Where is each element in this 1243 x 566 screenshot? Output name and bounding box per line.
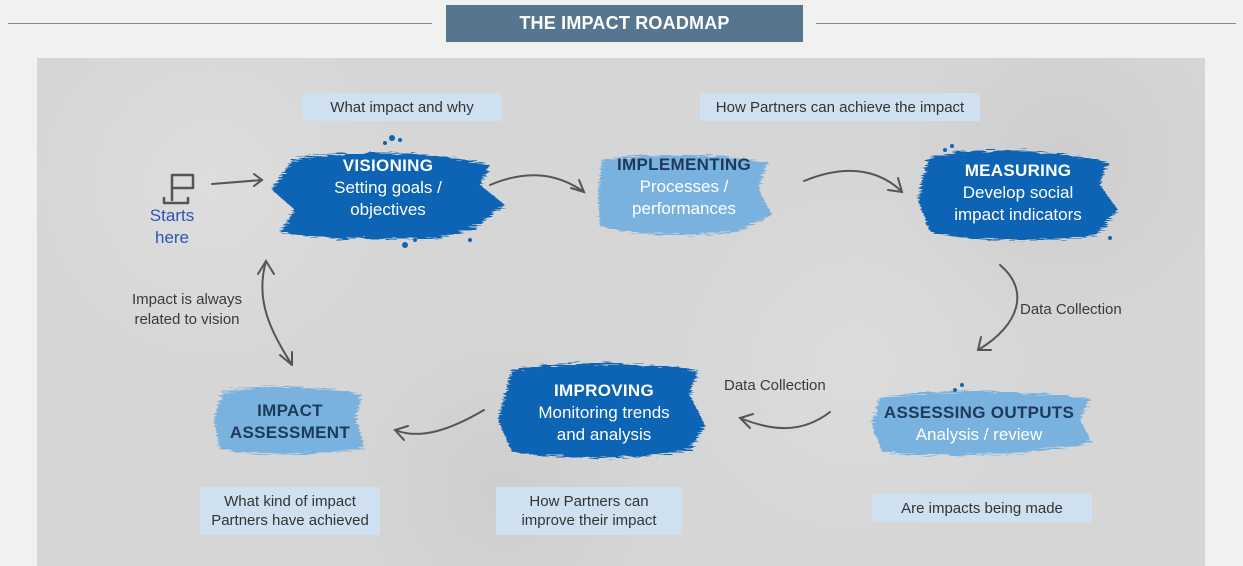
- node-visioning-line2: objectives: [350, 200, 426, 219]
- tag-being-made: Are impacts being made: [872, 494, 1092, 522]
- brush-measuring: [918, 150, 1118, 241]
- node-visioning-heading: VISIONING: [342, 156, 434, 175]
- node-improving-line2: and analysis: [556, 425, 652, 444]
- node-impact-assessment-heading1: IMPACT: [257, 401, 323, 420]
- title-rule-left: [8, 23, 432, 24]
- note-vision-line2: related to vision: [134, 311, 240, 328]
- node-implementing-line2: performances: [632, 199, 736, 218]
- node-visioning-line1: Setting goals /: [334, 178, 442, 197]
- node-implementing-line1: Processes /: [639, 177, 729, 196]
- brush-assessing: [872, 391, 1092, 456]
- node-improving-line1: Monitoring trends: [538, 403, 670, 422]
- splatter-dots: [383, 135, 1112, 392]
- flow-arrows: [211, 169, 1019, 441]
- note-vision-line1: Impact is always: [131, 291, 243, 308]
- start-label-line2: here: [154, 228, 190, 247]
- brush-visioning: [272, 153, 505, 240]
- diagram-panel: [37, 58, 1205, 566]
- node-measuring-line1: Develop social: [962, 183, 1074, 202]
- title-rule-right: [816, 23, 1236, 24]
- tag-kind-impact-line1: What kind of impact: [224, 493, 356, 510]
- node-visioning: VISIONING Setting goals / objectives: [300, 147, 476, 229]
- node-assessing-heading: ASSESSING OUTPUTS: [883, 403, 1075, 422]
- tag-how-improve-line1: How Partners can: [529, 493, 649, 510]
- node-measuring-heading: MEASURING: [964, 161, 1072, 180]
- node-impact-assessment-heading2: ASSESSMENT: [229, 423, 351, 442]
- note-vision: Impact is always related to vision: [112, 290, 262, 330]
- tag-how-improve-line2: improve their impact: [521, 512, 657, 529]
- start-label-line1: Starts: [149, 206, 195, 225]
- brush-impact-assessment: [214, 386, 364, 455]
- node-implementing: IMPLEMENTING Processes / performances: [596, 147, 772, 227]
- node-measuring: MEASURING Develop social impact indicato…: [926, 152, 1110, 234]
- note-data-collection-bottom: Data Collection: [724, 377, 826, 394]
- tag-what-impact: What impact and why: [302, 93, 502, 121]
- node-measuring-line2: impact indicators: [954, 205, 1082, 224]
- tag-how-improve: How Partners can improve their impact: [496, 487, 682, 535]
- node-implementing-heading: IMPLEMENTING: [617, 155, 751, 174]
- tag-kind-impact: What kind of impact Partners have achiev…: [200, 487, 380, 535]
- page-title: THE IMPACT ROADMAP: [446, 5, 803, 42]
- start-label: Starts here: [140, 205, 204, 249]
- node-improving-heading: IMPROVING: [554, 381, 654, 400]
- tag-kind-impact-line2: Partners have achieved: [211, 512, 369, 529]
- flag-icon: [162, 173, 195, 205]
- note-data-collection-right: Data Collection: [1020, 301, 1122, 318]
- brush-implementing: [598, 154, 772, 235]
- node-assessing-line1: Analysis / review: [915, 425, 1043, 444]
- node-assessing-outputs: ASSESSING OUTPUTS Analysis / review: [868, 398, 1090, 450]
- tag-how-achieve: How Partners can achieve the impact: [700, 93, 980, 121]
- node-impact-assessment: IMPACT ASSESSMENT: [216, 394, 364, 450]
- brush-improving: [498, 363, 705, 458]
- node-improving: IMPROVING Monitoring trends and analysis: [506, 372, 702, 454]
